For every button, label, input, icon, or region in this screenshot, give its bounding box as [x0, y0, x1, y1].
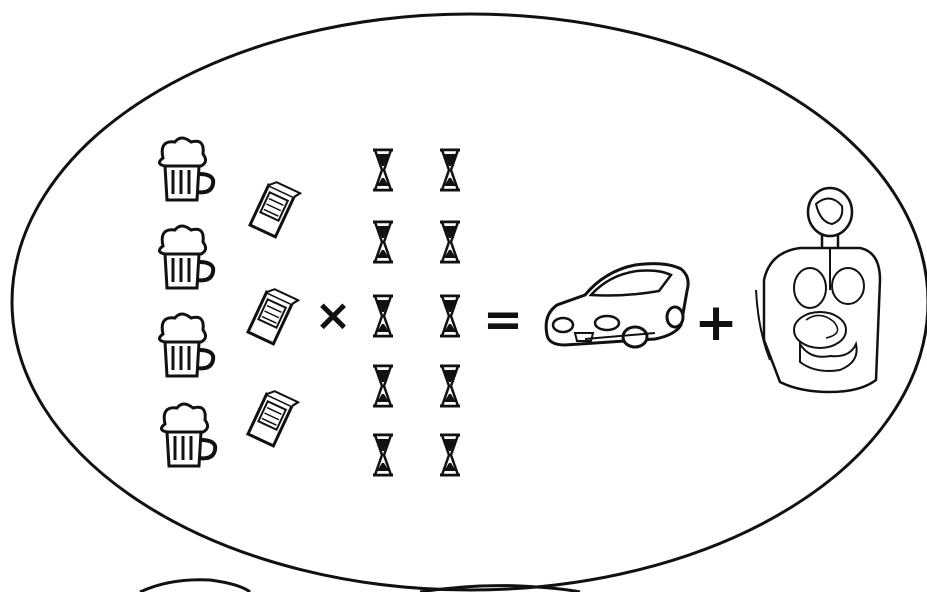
cigarette-pack-icon	[248, 389, 298, 448]
cigarette-pack-icon	[250, 180, 300, 239]
lower-ellipse-fragment	[140, 580, 250, 592]
hourglass-icon	[373, 366, 393, 406]
hourglass-icon	[373, 435, 393, 475]
hourglass-icon	[373, 222, 393, 262]
hourglass-icon	[440, 366, 460, 406]
cigarette-pack-icon	[248, 287, 298, 346]
hourglass-icon	[440, 150, 460, 190]
hourglass-icon	[373, 150, 393, 190]
multiply-operator: ×	[315, 290, 352, 341]
beer-mug-icon	[159, 226, 213, 288]
hourglass-icon	[373, 296, 393, 336]
beer-mug-icon	[159, 314, 213, 376]
equals-operator: =	[483, 292, 523, 348]
human-torso-organs-icon	[756, 188, 880, 392]
beer-mug-icon	[159, 138, 213, 200]
hourglass-icon	[440, 435, 460, 475]
car-icon	[546, 264, 688, 347]
hourglass-icon	[440, 222, 460, 262]
beer-mug-icon	[161, 404, 215, 466]
hourglass-icon	[440, 296, 460, 336]
plus-operator: +	[694, 293, 738, 353]
